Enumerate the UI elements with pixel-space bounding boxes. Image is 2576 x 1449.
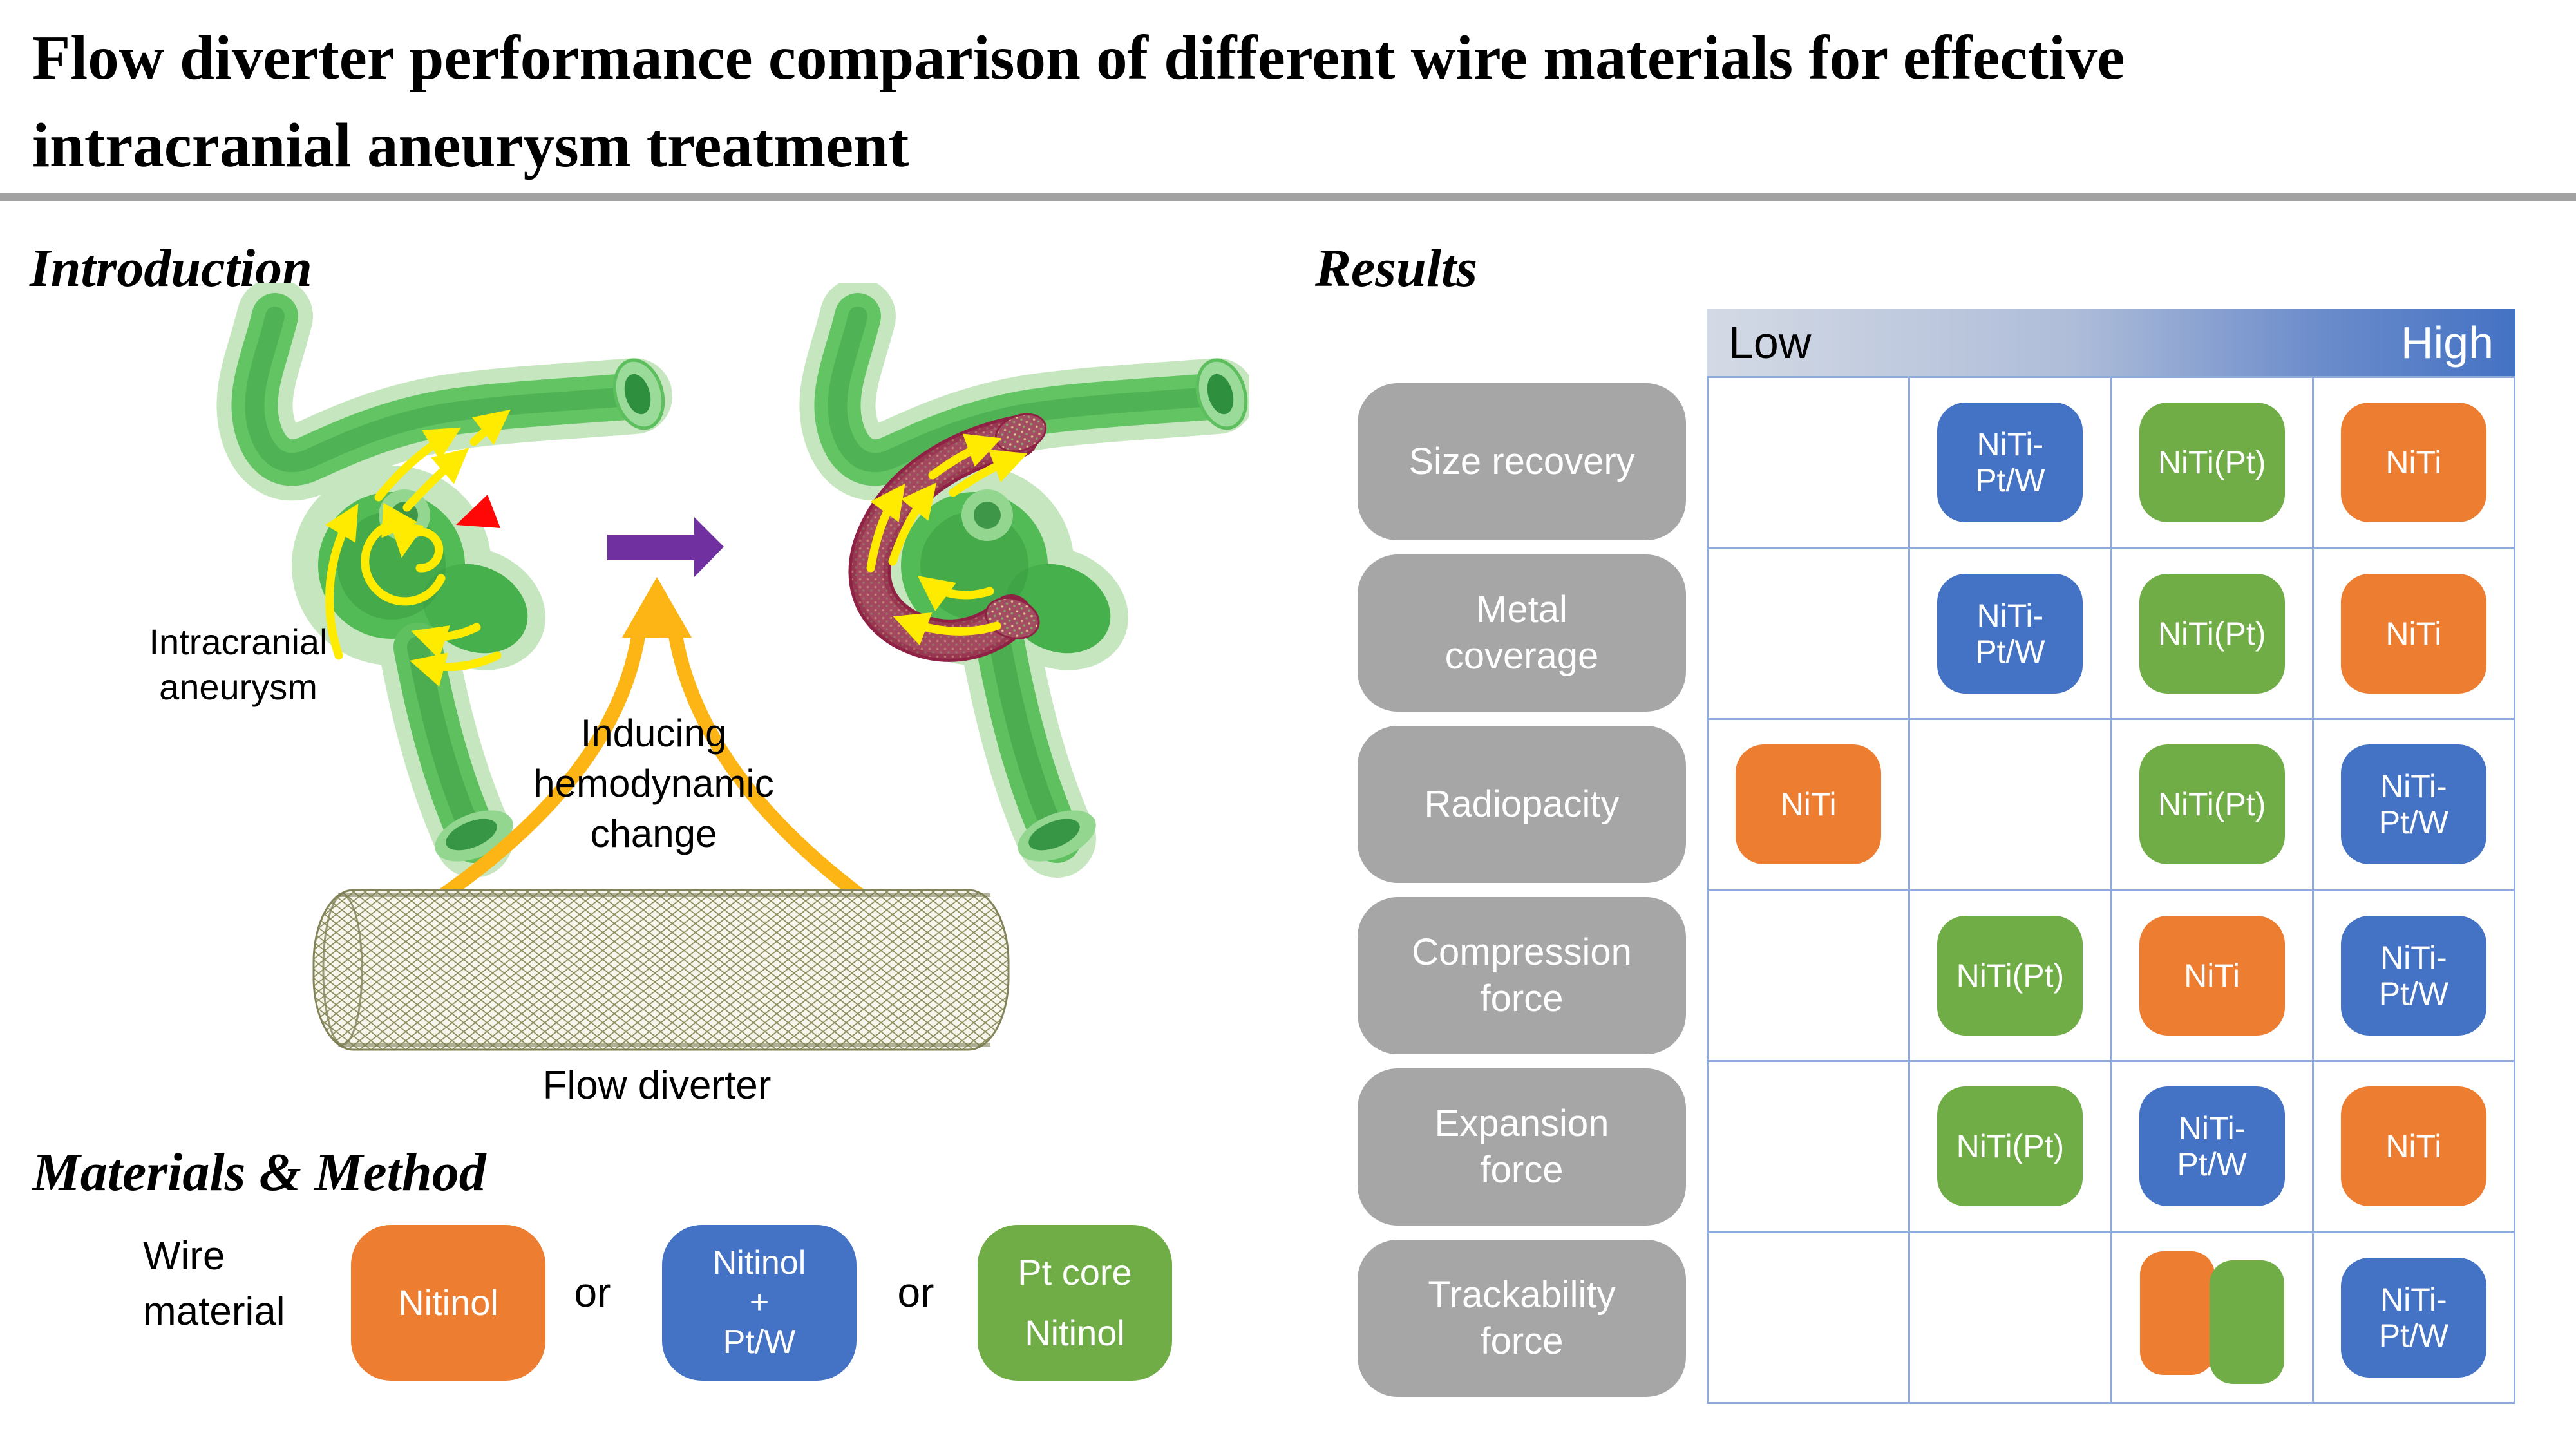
chip-niti-ptw: NiTi- Pt/W xyxy=(1937,402,2083,523)
matrix-cell xyxy=(2112,1233,2314,1404)
scale-low-label: Low xyxy=(1728,317,1812,368)
low-high-scale-bar: Low High xyxy=(1707,309,2515,376)
matrix-cell: NiTi xyxy=(2313,1062,2515,1233)
matrix-cell: NiTi- Pt/W xyxy=(2112,1062,2314,1233)
matrix-cell: NiTi xyxy=(2112,891,2314,1062)
results-metric-labels: Size recovery Metal coverage Radiopacity… xyxy=(1358,376,1686,1404)
metric-compression-force: Compression force xyxy=(1358,897,1686,1054)
metric-trackability-force: Trackability force xyxy=(1358,1240,1686,1397)
matrix-cell xyxy=(1709,1062,1911,1233)
metric-radiopacity: Radiopacity xyxy=(1358,726,1686,883)
chip-niti-ptw: NiTi- Pt/W xyxy=(2340,1257,2486,1378)
matrix-cell xyxy=(1709,891,1911,1062)
inducing-arrow-icon xyxy=(437,577,866,903)
results-matrix: NiTi- Pt/W NiTi(Pt) NiTi NiTi- Pt/W NiTi… xyxy=(1707,376,2515,1404)
matrix-cell: NiTi(Pt) xyxy=(2112,378,2314,549)
title-divider xyxy=(0,193,2576,201)
chip-niti-pt: NiTi(Pt) xyxy=(1937,1086,2083,1207)
matrix-cell: NiTi(Pt) xyxy=(2112,549,2314,720)
chip-niti: NiTi xyxy=(2139,915,2285,1036)
metric-metal-coverage: Metal coverage xyxy=(1358,554,1686,712)
flow-diverter-label: Flow diverter xyxy=(542,1063,772,1108)
chip-niti: NiTi xyxy=(2340,1086,2486,1207)
matrix-cell: NiTi- Pt/W xyxy=(1910,549,2112,720)
matrix-cell: NiTi(Pt) xyxy=(2112,720,2314,891)
or-separator: or xyxy=(897,1269,934,1316)
page-title: Flow diverter performance comparison of … xyxy=(32,14,2125,189)
matrix-cell xyxy=(1709,549,1911,720)
matrix-cell: NiTi(Pt) xyxy=(1910,1062,2112,1233)
chip-pair-niti-and-niti-pt xyxy=(2137,1251,2287,1384)
matrix-cell xyxy=(1910,720,2112,891)
matrix-cell: NiTi xyxy=(1709,720,1911,891)
intracranial-aneurysm-label: Intracranial aneurysm xyxy=(149,621,328,707)
results-heading: Results xyxy=(1315,238,1478,298)
flow-diverter-mesh xyxy=(312,889,1010,1051)
chip-niti-ptw: NiTi- Pt/W xyxy=(1937,573,2083,694)
page-title-line2: intracranial aneurysm treatment xyxy=(32,110,909,180)
aneurysm-pointer-icon xyxy=(456,495,500,528)
chip-niti-pt-narrow xyxy=(2209,1260,2284,1384)
matrix-cell: NiTi xyxy=(2313,549,2515,720)
page-title-line1: Flow diverter performance comparison of … xyxy=(32,23,2125,92)
chip-niti: NiTi xyxy=(2340,402,2486,523)
wire-material-label: Wire material xyxy=(143,1234,285,1334)
aneurysm-vessel-after xyxy=(837,316,1249,871)
matrix-cell: NiTi xyxy=(2313,378,2515,549)
chip-niti-pt: NiTi(Pt) xyxy=(1937,915,2083,1036)
matrix-cell xyxy=(1910,1233,2112,1404)
materials-heading: Materials & Method xyxy=(32,1142,486,1202)
introduction-illustration xyxy=(116,283,1249,1051)
chip-niti-pt: NiTi(Pt) xyxy=(2139,744,2285,865)
diverted-flow-arrows xyxy=(866,433,1028,646)
matrix-cell xyxy=(1709,378,1911,549)
chip-niti-pt: NiTi(Pt) xyxy=(2139,573,2285,694)
recirculating-flow-arrows xyxy=(325,409,511,687)
scale-high-label: High xyxy=(2401,317,2494,368)
matrix-cell: NiTi- Pt/W xyxy=(2313,891,2515,1062)
matrix-cell xyxy=(1709,1233,1911,1404)
wire-option-nitinol: Nitinol xyxy=(351,1225,545,1381)
wire-option-nitinol-ptw: Nitinol + Pt/W xyxy=(662,1225,857,1381)
matrix-cell: NiTi- Pt/W xyxy=(2313,720,2515,891)
matrix-cell: NiTi(Pt) xyxy=(1910,891,2112,1062)
matrix-cell: NiTi- Pt/W xyxy=(2313,1233,2515,1404)
matrix-cell: NiTi- Pt/W xyxy=(1910,378,2112,549)
metric-size-recovery: Size recovery xyxy=(1358,383,1686,540)
transition-arrow-icon xyxy=(607,517,724,577)
wire-option-pt-core-nitinol: Pt core Nitinol xyxy=(978,1225,1172,1381)
or-separator: or xyxy=(574,1269,611,1316)
inducing-hemodynamic-change-label: Inducing hemodynamic change xyxy=(533,712,774,855)
chip-niti-ptw: NiTi- Pt/W xyxy=(2340,744,2486,865)
chip-niti-pt: NiTi(Pt) xyxy=(2139,402,2285,523)
chip-niti-ptw: NiTi- Pt/W xyxy=(2340,915,2486,1036)
metric-expansion-force: Expansion force xyxy=(1358,1068,1686,1226)
chip-niti: NiTi xyxy=(2340,573,2486,694)
chip-niti-narrow xyxy=(2139,1251,2215,1375)
chip-niti: NiTi xyxy=(1736,744,1882,865)
chip-niti-ptw: NiTi- Pt/W xyxy=(2139,1086,2285,1207)
